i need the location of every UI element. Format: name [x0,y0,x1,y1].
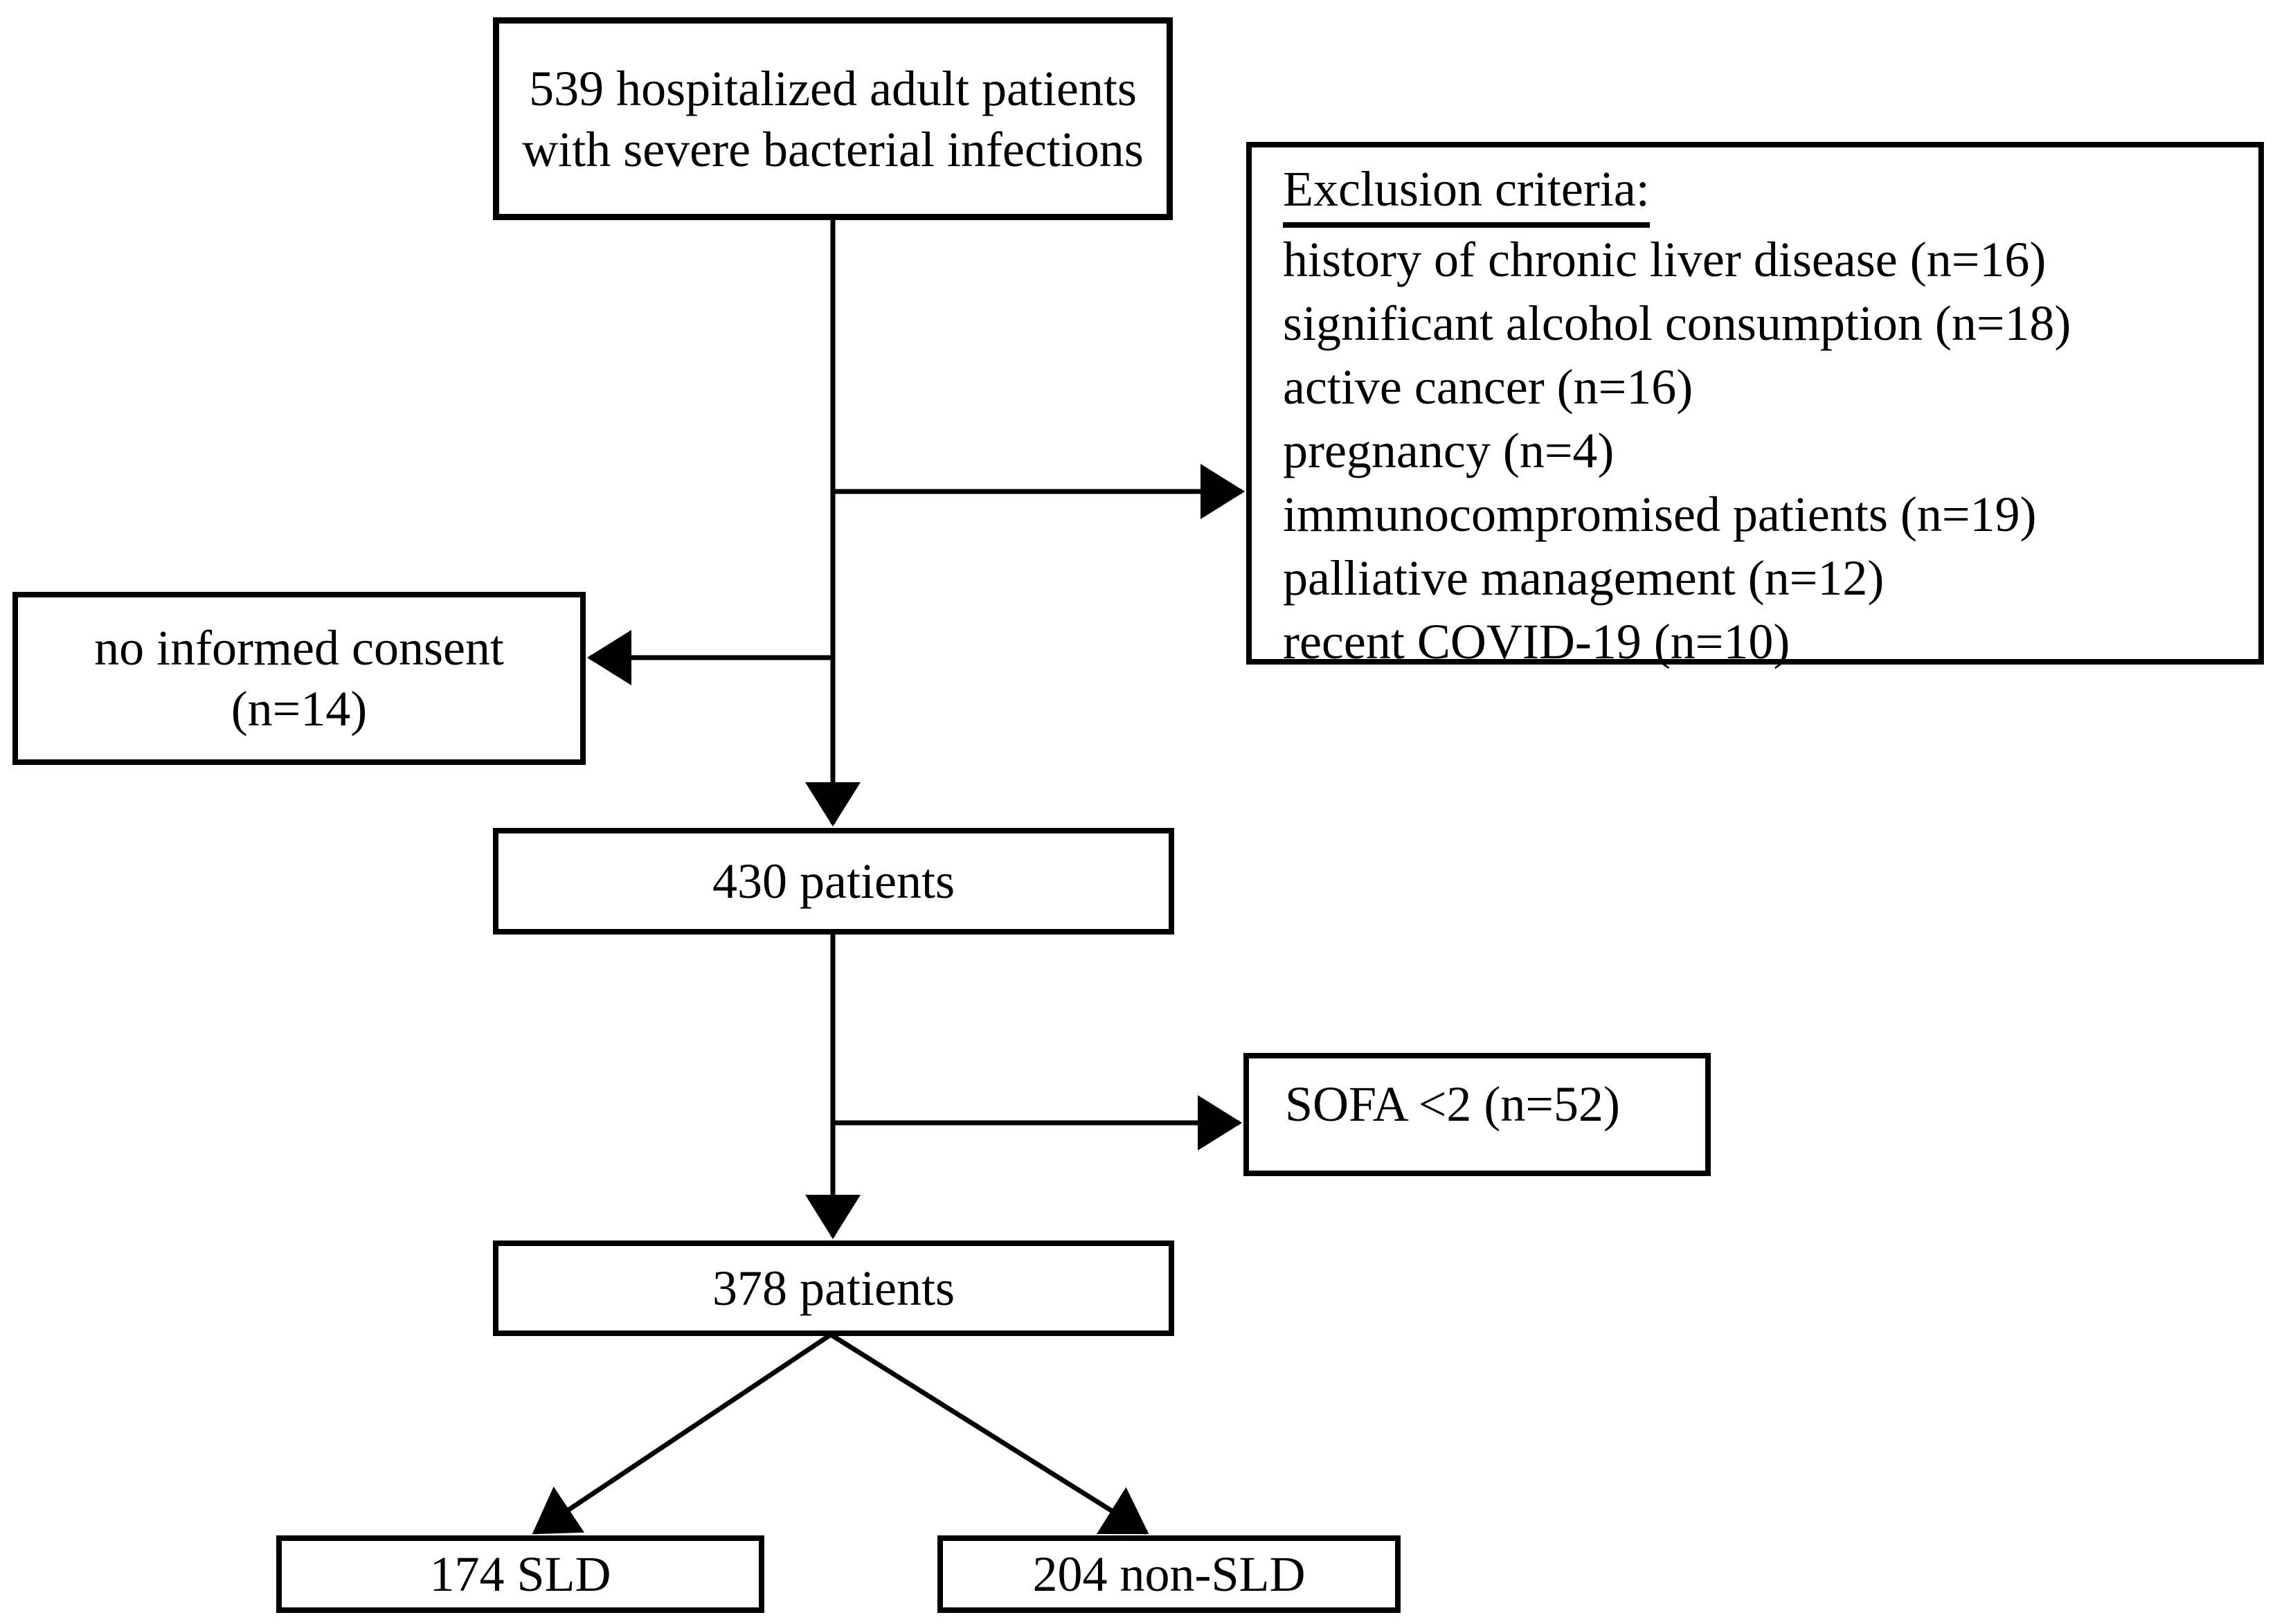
box-enrolled-patients: 539 hospitalized adult patients with sev… [493,17,1173,220]
arrow-378-to-non-sld [829,1333,1149,1535]
exclusion-heading: Exclusion criteria: [1283,157,2251,228]
exclusion-item: history of chronic liver disease (n=16) [1283,232,2047,287]
exclusion-item: recent COVID-19 (n=10) [1283,614,1790,669]
204-non-sld-label: 204 non-SLD [1032,1546,1306,1602]
box-430-patients: 430 patients [493,828,1174,935]
box-378-patients: 378 patients [493,1240,1174,1336]
arrow-378-to-sld [532,1333,832,1535]
box-174-sld: 174 SLD [276,1535,764,1613]
exclusion-item: pregnancy (n=4) [1283,423,1615,478]
no-informed-consent-label: no informed consent (n=14) [94,620,504,737]
box-sofa-excluded: SOFA <2 (n=52) [1243,1053,1711,1176]
enrolled-patients-label: 539 hospitalized adult patients with sev… [522,60,1144,177]
430-patients-label: 430 patients [712,854,955,909]
exclusion-item: active cancer (n=16) [1283,359,1693,415]
sofa-excluded-label: SOFA <2 (n=52) [1285,1076,1620,1132]
exclusion-heading-text: Exclusion criteria: [1283,157,1650,228]
378-patients-label: 378 patients [712,1261,955,1316]
exclusion-item: immunocompromised patients (n=19) [1283,487,2037,542]
174-sld-label: 174 SLD [429,1546,611,1602]
exclusion-item: significant alcohol consumption (n=18) [1283,296,2071,351]
box-no-informed-consent: no informed consent (n=14) [12,592,586,765]
box-204-non-sld: 204 non-SLD [937,1535,1401,1613]
box-exclusion-criteria: Exclusion criteria: history of chronic l… [1246,142,2264,669]
exclusion-item: palliative management (n=12) [1283,550,1885,606]
